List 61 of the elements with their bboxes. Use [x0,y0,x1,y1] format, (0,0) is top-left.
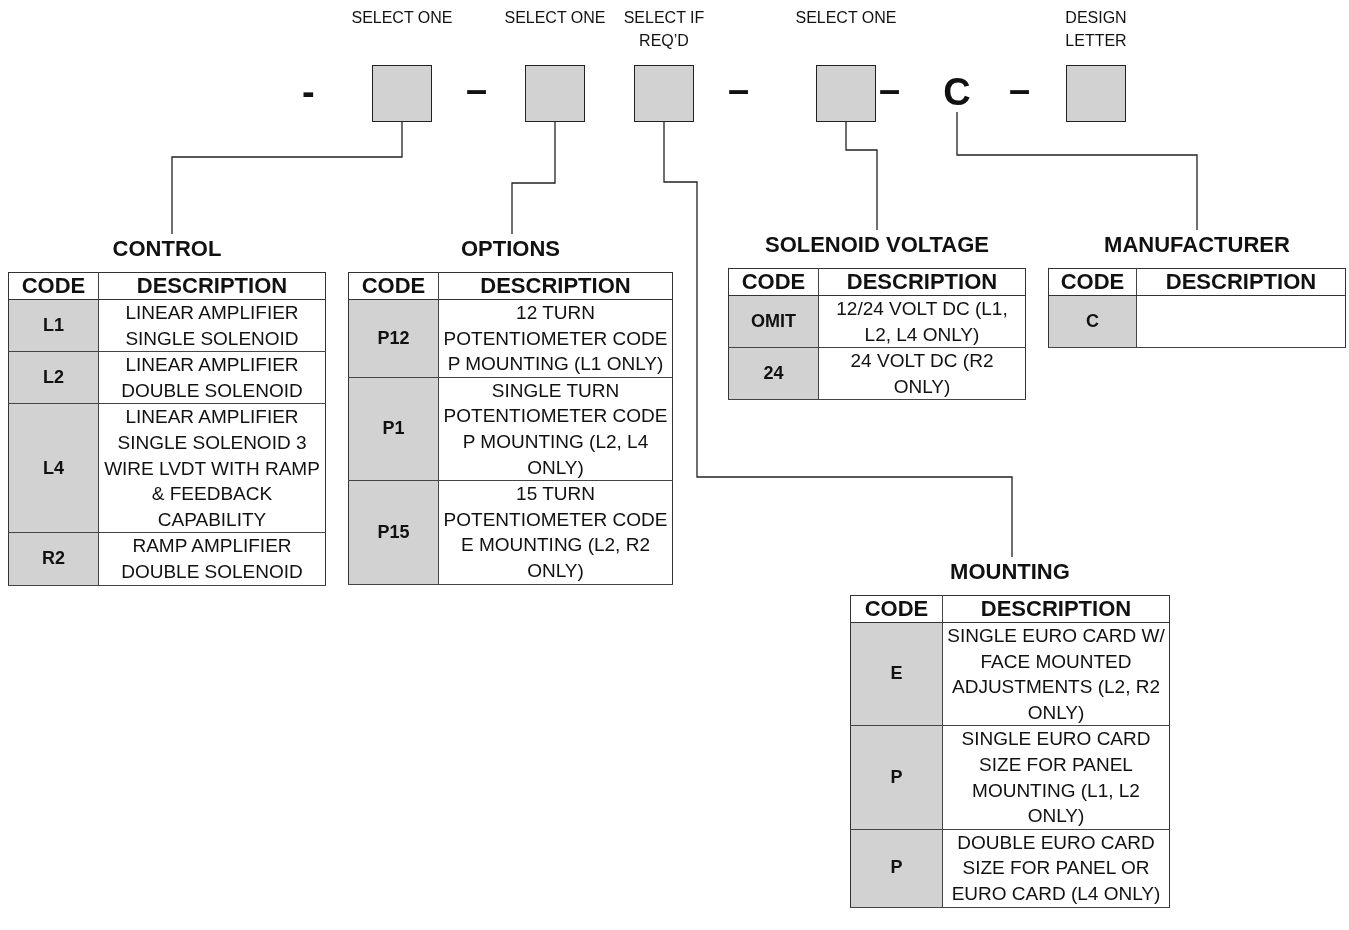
description-text: 12/24 VOLT DC (L1, L2, L4 ONLY) [835,297,1009,347]
column-header: DESCRIPTION [846,269,998,295]
leader-line [511,121,556,235]
code-box [1066,65,1126,122]
description-text: 15 TURN POTENTIOMETER CODE E MOUNTING (L2, R2 ONLY) [442,482,669,583]
column-header: CODE [1060,269,1125,295]
code-value: P12 [377,326,410,350]
column-header: DESCRIPTION [1165,269,1317,295]
leader-line [956,111,1198,231]
column-header: DESCRIPTION [136,273,288,299]
description-text: 12 TURN POTENTIOMETER CODE P MOUNTING (L1 ONLY) [442,301,669,377]
code-value: P15 [377,520,410,544]
table-title: SOLENOID VOLTAGE [763,231,991,259]
column-header: CODE [864,596,929,622]
code-box [525,65,585,122]
code-box [816,65,876,122]
instruction-text: SELECT ONE [503,8,607,28]
code-value: R2 [42,547,65,571]
separator-dash: – [728,70,750,110]
description-text: SINGLE TURN POTENTIOMETER CODE P MOUNTING (L2, L4 ONLY) [442,378,669,480]
code-value: E [890,662,903,686]
instruction-text: SELECT ONE [350,8,454,28]
table-title: CONTROL [111,235,223,263]
leader-line [663,121,1013,558]
column-header: CODE [21,273,86,299]
description-text: RAMP AMPLIFIER DOUBLE SOLENOID [120,534,304,584]
description-text: DOUBLE EURO CARD SIZE FOR PANEL OR EURO CARD (L4 ONLY) [950,830,1162,906]
column-header: DESCRIPTION [980,596,1132,622]
table-title: MANUFACTURER [1103,231,1291,259]
leader-line [845,121,878,231]
code-value: P [890,765,903,789]
code-value: P [890,856,903,880]
table-title: MOUNTING [949,558,1071,586]
code-value: L2 [43,366,64,389]
code-value: OMIT [751,309,796,333]
code-letter: C [942,72,972,112]
description-text: 24 VOLT DC (R2 ONLY) [849,349,995,399]
separator-dash: – [879,70,901,110]
table-title: OPTIONS [460,235,561,263]
instruction-text: SELECT IF REQ’D [622,8,706,51]
description-text: SINGLE EURO CARD W/ FACE MOUNTED ADJUSTMENTS (L2, R2 ONLY) [946,624,1166,725]
code-value: C [1086,309,1099,333]
code-value: P1 [382,417,405,441]
instruction-text: SELECT ONE [794,8,898,28]
code-value: L4 [43,456,64,480]
description-text: LINEAR AMPLIFIER SINGLE SOLENOID 3 WIRE LVDT WITH RAMP & FEEDBACK CAPABILITY [103,405,321,532]
code-value: 24 [763,362,784,385]
code-box [634,65,694,122]
instruction-text: DESIGN LETTER [1064,8,1128,51]
separator-dash: – [1009,70,1031,110]
column-header: CODE [741,269,806,295]
description-text: SINGLE EURO CARD SIZE FOR PANEL MOUNTING (L1, L2 ONLY) [960,727,1152,829]
code-box [372,65,432,122]
column-header: DESCRIPTION [480,273,631,299]
separator-dash: – [466,70,488,110]
leader-line [171,121,403,235]
separator-dash: - [302,72,315,112]
description-text: LINEAR AMPLIFIER SINGLE SOLENOID [124,301,300,351]
description-text: LINEAR AMPLIFIER DOUBLE SOLENOID [120,353,304,403]
code-value: L1 [43,313,64,337]
column-header: CODE [361,273,426,299]
